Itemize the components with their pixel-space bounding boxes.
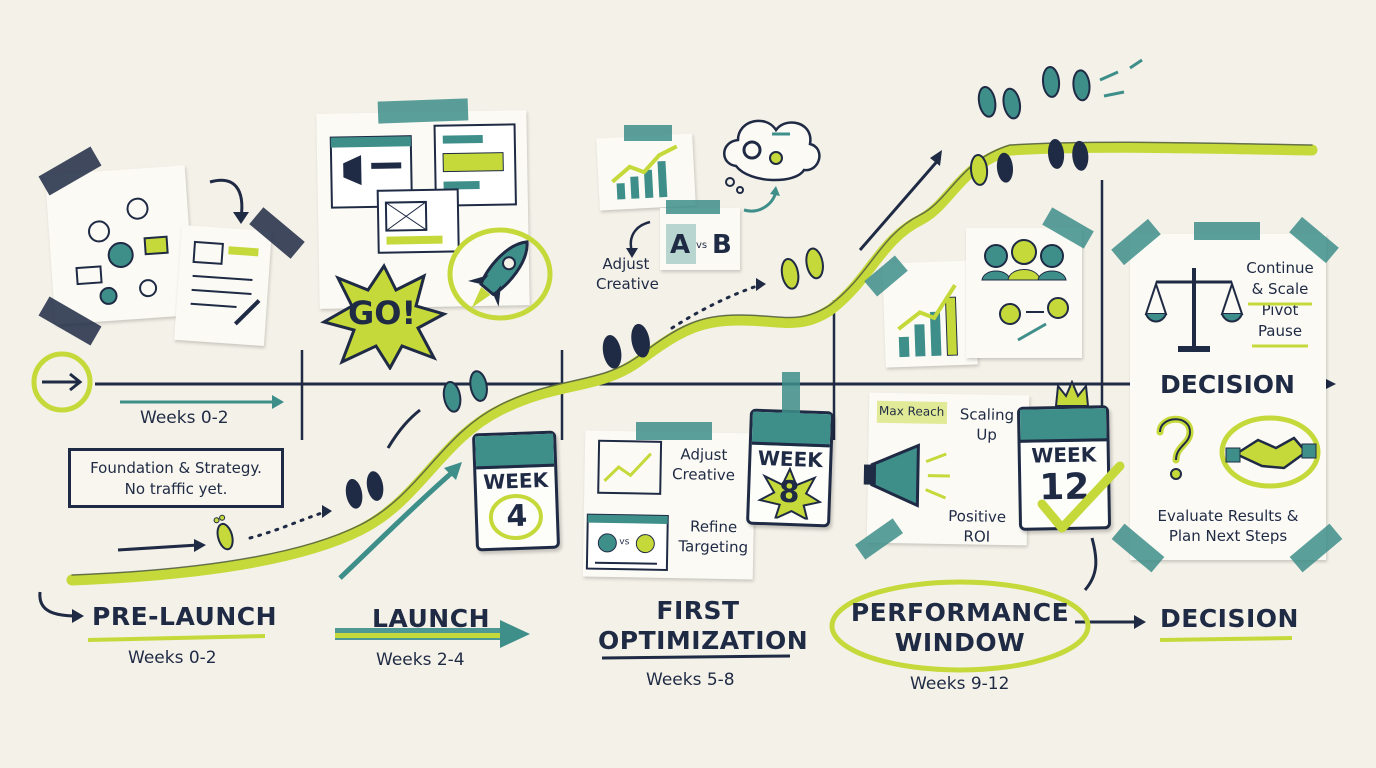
refine-line1: Refine [689,517,738,537]
refine-line2: Targeting [678,537,749,557]
bar-chart-icon [611,144,678,200]
performance-window-title: PERFORMANCE WINDOW [848,598,1072,658]
brainstorm-note [44,165,196,325]
launch-weeks: Weeks 2-4 [376,650,465,670]
adjust-creative: Adjust Creative [668,444,739,485]
first-opt-line2: OPTIMIZATION [598,626,809,655]
checkmark-icon [1037,461,1125,533]
pre-launch-weeks: Weeks 0-2 [128,648,217,668]
growth-chart-note [596,133,696,211]
foundation-note-box: Foundation & Strategy. No traffic yet. [68,448,284,508]
handshake-icon [1219,415,1321,489]
first-optimization-title: FIRST OPTIMIZATION [598,596,809,656]
rocket-icon [447,227,553,321]
optimization-icon [585,439,669,571]
scaling-line2: Up [976,425,998,444]
scaling-up: Scaling Up [956,404,1017,445]
timeline-axis [95,180,1336,440]
cycle-arrow-icon [743,186,780,213]
refine-targeting: Refine Targeting [675,516,752,557]
users-icon [981,239,1069,342]
option-pause: Pause [1257,322,1303,340]
scaling-line1: Scaling [959,405,1015,425]
growth-bars-note [882,260,978,368]
evaluate-line2: Plan Next Steps [1168,527,1288,545]
option-highlights [1248,302,1312,348]
gear-cloud-icon [723,119,821,194]
decision-title: DECISION [1160,604,1299,633]
week4-circle [488,494,543,541]
brainstorm-icon [75,197,169,305]
option-scale: & Scale [1251,280,1309,298]
checklist-note [174,225,272,346]
evaluate-text: Evaluate Results & Plan Next Steps [1130,506,1326,546]
adjust-top-line2: Creative [596,275,659,293]
week4-calendar: WEEK 4 [471,430,561,552]
weeks-arrow-icon [120,395,284,409]
performance-line2: WINDOW [894,628,1026,657]
option-continue: Continue [1246,259,1314,277]
curve-arrow-icon [209,178,249,224]
adjust-line1: Adjust [680,445,728,465]
ab-test-note: A vs B [660,208,740,270]
week4-label: WEEK [482,467,549,495]
performance-window-weeks: Weeks 9-12 [910,674,1010,694]
start-arrow-icon [31,351,93,413]
optimization-note: vs Adjust Creative Refine Targeting [582,430,756,580]
balance-scale-icon [1144,268,1244,352]
week8-star [757,466,823,521]
crown-icon [1054,380,1090,407]
browser-mockup-icon [329,123,517,254]
checklist-icon [190,240,261,326]
max-reach-label: Max Reach [878,403,945,419]
go-label: GO! [348,294,417,332]
positive-line2: ROI [963,527,991,546]
ab-a-label: A [670,230,691,260]
growth-curve [66,141,1318,586]
website-mockup-note [316,110,530,309]
week8-calendar: WEEK 8 [746,408,834,528]
launch-title: LAUNCH [372,604,491,633]
users-roi-note [966,228,1082,358]
ab-b-label: B [712,230,732,260]
week4-number: 4 [505,498,528,535]
megaphone-icon [863,443,950,508]
ab-vs-label: vs [696,240,708,251]
dotted-arrow-icon [248,283,762,540]
decision-note: Continue & Scale Pivot Pause DECISION Ev… [1130,234,1326,560]
adjust-top-line1: Adjust [602,255,650,273]
growth-bars-icon [897,284,958,358]
adjust-arrow-icon [626,220,651,258]
go-burst-icon [320,263,448,370]
pre-launch-title: PRE-LAUNCH [92,602,278,631]
week8-number: 8 [778,474,801,511]
foundation-text: Foundation & Strategy. [90,459,262,477]
positive-line1: Positive [948,507,1007,527]
footprints-icon [213,65,1091,551]
question-mark-icon [1156,415,1194,480]
first-opt-line1: FIRST [656,596,740,625]
adjust-line2: Creative [671,465,736,485]
performance-highlight [829,579,1091,673]
positive-roi: Positive ROI [939,506,1016,547]
evaluate-line1: Evaluate Results & [1157,507,1299,525]
first-optimization-weeks: Weeks 5-8 [646,670,735,690]
decision-header: DECISION [1160,370,1295,399]
pre-launch-weeks-top: Weeks 0-2 [140,408,229,428]
adjust-creative-top: Adjust Creative [596,254,659,294]
opt-vs-label: vs [619,537,630,548]
no-traffic-text: No traffic yet. [124,480,228,498]
launch-arrow-icon [335,462,530,648]
performance-line1: PERFORMANCE [850,598,1070,627]
performance-note: Max Reach Scaling Up Positive ROI [863,392,1030,547]
